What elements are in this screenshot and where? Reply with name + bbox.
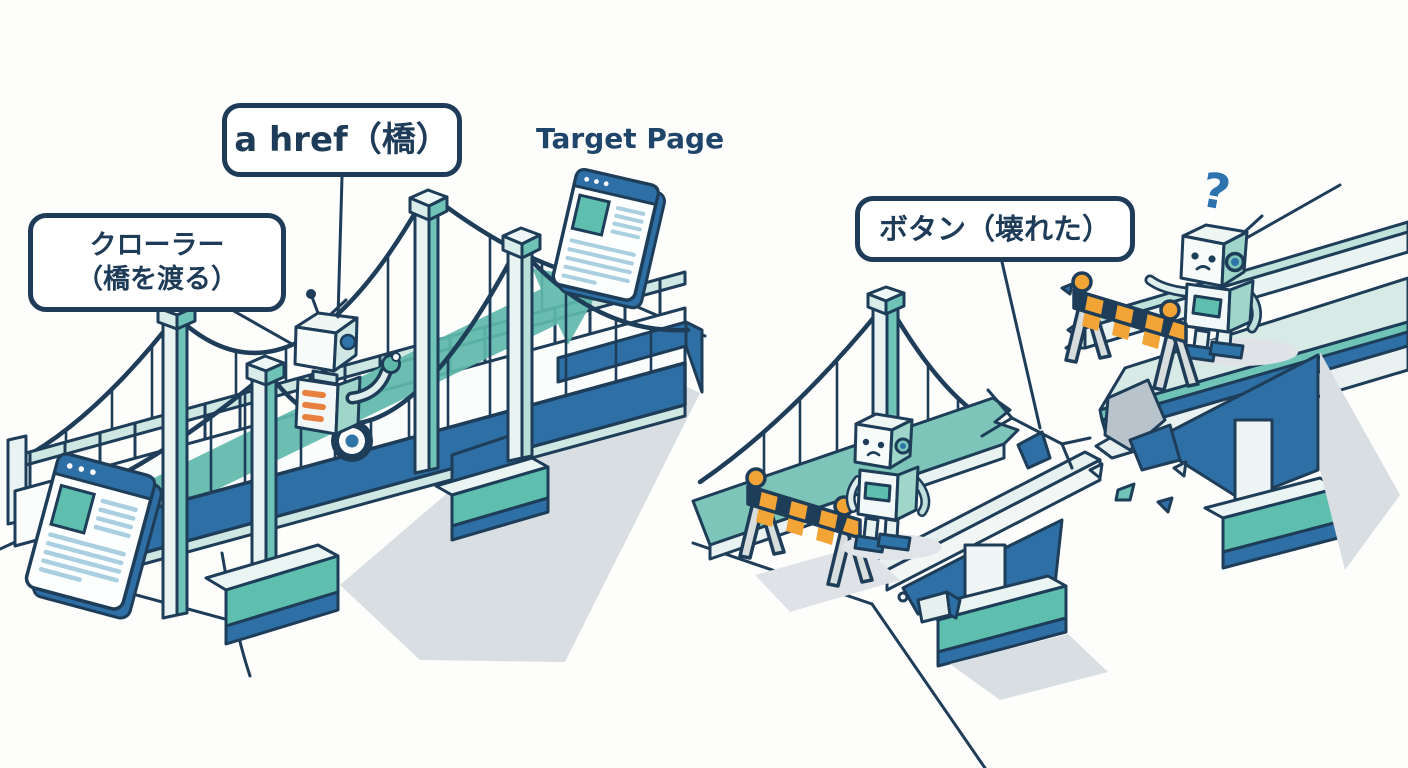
bridge-foundation-1: [204, 543, 340, 646]
page-image-block: [570, 193, 611, 237]
page-image-block: [49, 483, 97, 535]
robot-eye-icon: [1191, 252, 1199, 260]
right-scene-broken-bridge: [691, 183, 1408, 768]
left-scene-bridge-with-link: [0, 168, 707, 678]
pier-shadow: [1320, 352, 1400, 570]
antenna-ball-icon: [306, 289, 316, 299]
robot-screen: [1191, 294, 1223, 319]
robot-chest-stripes: [302, 389, 326, 422]
robot-eye-icon: [877, 441, 885, 449]
crawler-callout-line1: クローラー: [89, 229, 225, 261]
sad-robot: [845, 412, 931, 554]
browser-dots-icon: [66, 463, 96, 476]
railing-line: [1241, 183, 1342, 242]
browser-titlebar: [572, 168, 660, 207]
pier-shadow: [950, 634, 1108, 700]
ground-debris: [897, 590, 962, 624]
browser-titlebar: [52, 452, 157, 501]
button-callout-connector: [1000, 260, 1042, 430]
page-text-lines: [38, 498, 138, 583]
crawler-robot: [293, 289, 401, 462]
bridge-tower-1: [156, 298, 340, 646]
bridge-tower-2: [408, 188, 542, 475]
broken-bridge-pier-left: [870, 450, 1108, 700]
crawler-callout-connector: [230, 308, 294, 346]
button-callout: ボタン（壊れた）: [855, 196, 1135, 262]
link-callout-connector: [336, 175, 344, 319]
robot-eye-icon: [339, 333, 357, 351]
browser-dots-icon: [584, 176, 609, 187]
link-callout: a href（橋）: [222, 103, 462, 177]
broken-bridge-tower: [866, 285, 906, 441]
crawler-callout: クローラー （橋を渡る）: [28, 213, 286, 312]
robot-eye-icon: [1208, 255, 1216, 263]
link-callout-text: a href（橋）: [234, 119, 450, 160]
crack-lines: [980, 388, 1092, 470]
right-broken-segment: [1060, 183, 1408, 570]
bridge-pier-2: [434, 429, 550, 542]
crawler-callout-line2: （橋を渡る）: [76, 263, 238, 295]
target-browser-window: [551, 168, 666, 310]
robot-frown: [866, 451, 881, 457]
confused-robot: [1144, 214, 1264, 363]
right-end-parapet: [556, 320, 704, 394]
robot-screen: [863, 481, 892, 503]
button-callout-text: ボタン（壊れた）: [878, 211, 1111, 246]
target-page-label: Target Page: [536, 122, 725, 155]
robot-eye-icon: [862, 438, 870, 446]
page-text-lines: [561, 206, 646, 285]
source-browser-window: [24, 452, 163, 620]
broken-chunk: [1016, 430, 1052, 470]
robot-frown: [1195, 265, 1211, 271]
